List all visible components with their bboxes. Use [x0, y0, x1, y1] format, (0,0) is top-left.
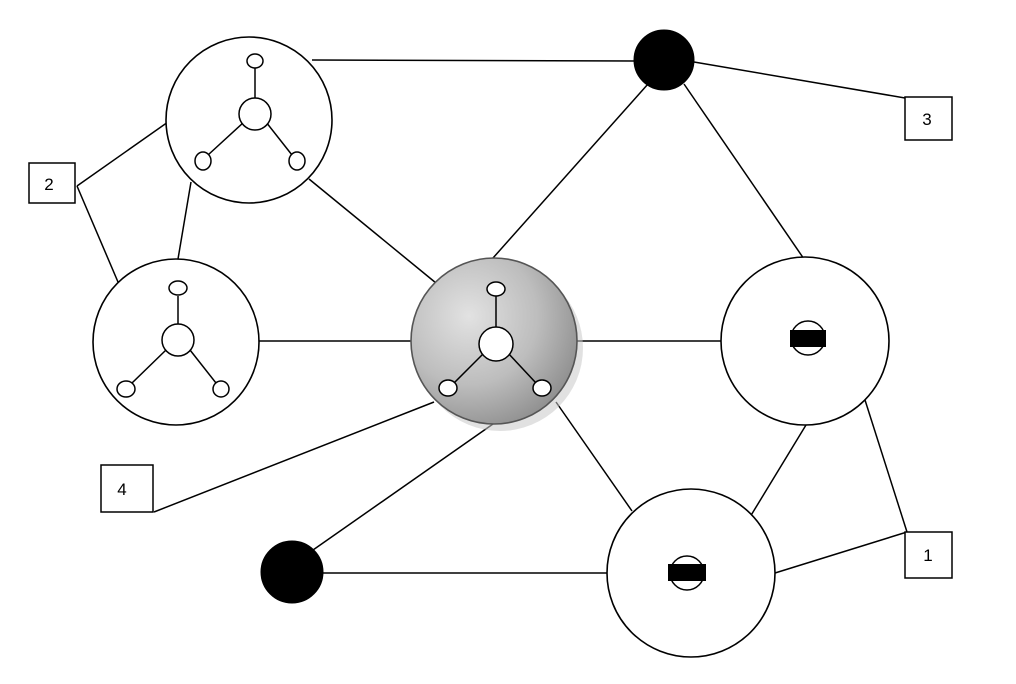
node-top-dot [633, 29, 695, 91]
edge-label2-tl [76, 121, 169, 187]
node-right [720, 256, 890, 426]
node-middle-left [92, 258, 260, 426]
minus-sign-node-icon [668, 555, 706, 591]
label-box-2: 2 [28, 162, 76, 204]
edge-tl-topdot [311, 59, 637, 62]
edge-center-bottomdot [312, 423, 494, 551]
three-branch-node-icon [194, 53, 306, 171]
label-box-1: 1 [904, 531, 953, 579]
edge-label2-ml [76, 185, 119, 283]
label-box-4: 4 [100, 464, 154, 513]
node-center [410, 257, 583, 431]
edge-bottomright-label1 [774, 531, 908, 574]
edge-topdot-label3 [693, 61, 906, 99]
label-2-text: 2 [44, 175, 53, 194]
edge-topdot-right [683, 83, 805, 260]
three-branch-node-icon [116, 280, 230, 398]
edge-topdot-center [492, 83, 649, 259]
edge-right-label1 [864, 399, 908, 533]
edge-center-bottomright [555, 401, 633, 512]
label-4-text: 4 [117, 480, 126, 499]
edge-tl-center [308, 178, 437, 284]
edge-right-bottomright [749, 424, 807, 518]
label-3-text: 3 [922, 110, 931, 129]
node-bottom-dot [260, 540, 324, 604]
label-1-text: 1 [923, 546, 932, 565]
edge-label4-center [153, 401, 435, 513]
minus-sign-node-icon [790, 320, 826, 356]
edges [76, 59, 908, 574]
three-branch-node-icon [438, 281, 552, 397]
node-top-left [165, 36, 333, 204]
label-box-3: 3 [904, 96, 953, 141]
edge-tl-ml [177, 181, 192, 260]
node-bottom-right [606, 488, 776, 658]
